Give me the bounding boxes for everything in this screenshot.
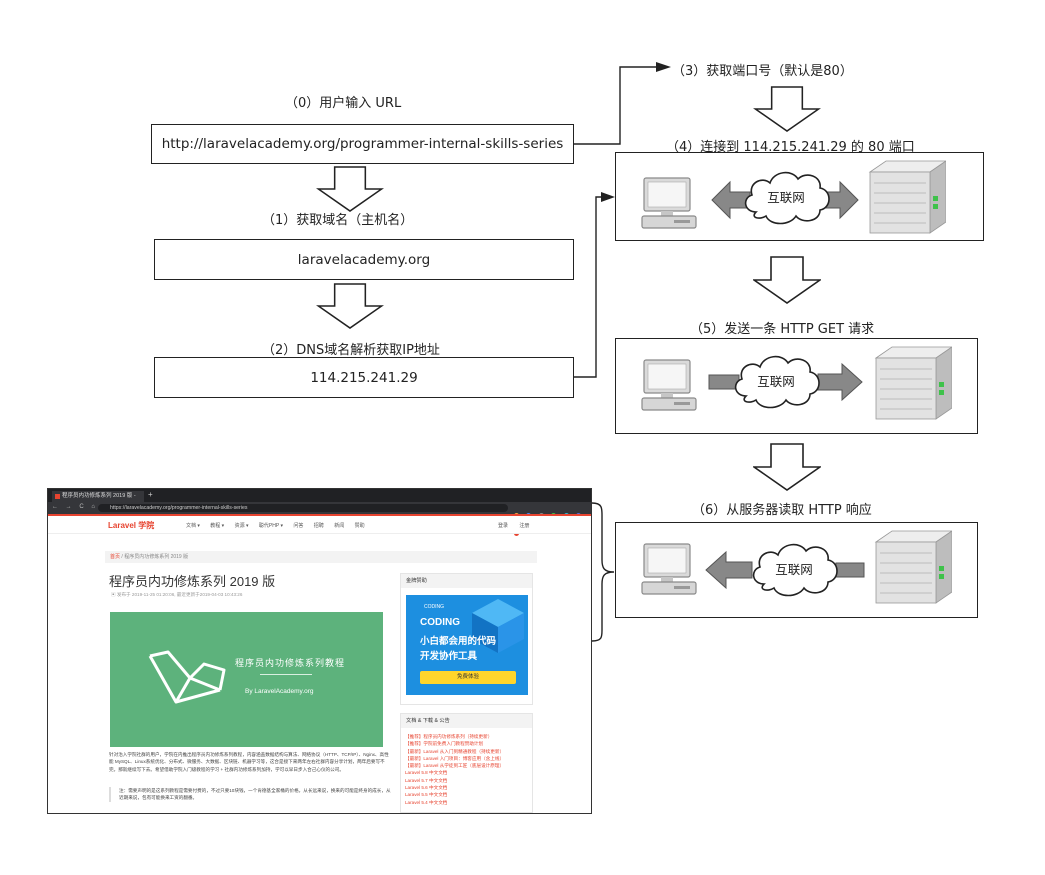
response-arrow-tail	[835, 562, 865, 578]
ip-to-connect-connector	[574, 196, 612, 378]
browser-nav-buttons[interactable]: ← → C ⌂	[52, 504, 98, 510]
sponsor-widget: 金牌赞助 CODING CODING 小白都会用的代码 开发协作工具 免费体验	[400, 573, 533, 705]
nav-link[interactable]: 问答	[293, 523, 304, 529]
docs-link[interactable]: Laravel 5.4 中文文档	[405, 799, 448, 805]
address-text: https://laravelacademy.org/programmer-in…	[110, 505, 248, 511]
port-arrowhead-icon	[656, 62, 671, 72]
site-navbar: Laravel 学院 文档 ▾ 教程 ▾ 资源 ▾ 聪代PHP ▾ 问答 招聘 …	[48, 514, 591, 534]
site-brand[interactable]: Laravel 学院	[108, 521, 155, 530]
article-note: 注：需要声明的是这系列教程是需要付费的，不过只要10块钱，一个肯德基全家桶的价格…	[109, 787, 391, 802]
step-1-label: （1）获取域名（主机名）	[262, 213, 414, 228]
ad-heading: CODING	[420, 617, 460, 628]
hero-divider	[260, 674, 312, 675]
site-nav-links: 文档 ▾ 教程 ▾ 资源 ▾ 聪代PHP ▾ 问答 招聘 新闻 赞助	[186, 522, 374, 529]
docs-link[interactable]: 【推荐】学院前免费入门教程赞助计划	[405, 741, 484, 747]
domain-box: laravelacademy.org	[154, 239, 574, 280]
ad-line-2: 开发协作工具	[420, 651, 478, 662]
connect-arrowhead-icon	[601, 192, 615, 202]
breadcrumb-current: 程序员内功修炼系列 2019 版	[124, 554, 189, 560]
docs-link[interactable]: 【最新】Laravel 从学徒到工匠（底层设计原理）	[405, 763, 505, 769]
docs-link[interactable]: Laravel 5.8 中文文档	[405, 770, 448, 776]
site-nav-auth: 登录 注册	[498, 522, 539, 529]
step-0-label: （0）用户输入 URL	[285, 96, 402, 111]
free-trial-button[interactable]: 免费体验	[420, 671, 516, 684]
step-3-label: （3）获取端口号（默认是80）	[672, 64, 853, 79]
post-meta: ▣ 发布于 2019-11-25 01:20:06, 最近更新于2019-04-…	[111, 592, 243, 597]
computer-icon	[641, 177, 697, 229]
sponsor-widget-title: 金牌赞助	[401, 574, 532, 588]
docs-link[interactable]: Laravel 5.5 中文文档	[405, 792, 448, 798]
docs-widget-title: 文档 & 下载 & 公告	[401, 714, 532, 728]
breadcrumb-home[interactable]: 首页	[110, 554, 121, 560]
server-icon	[869, 160, 946, 234]
laravel-logo-icon	[148, 650, 226, 704]
down-arrow-icon	[317, 283, 383, 329]
down-arrow-icon	[754, 86, 820, 132]
domain-text: laravelacademy.org	[297, 251, 431, 268]
ip-text: 114.215.241.29	[310, 369, 418, 386]
computer-icon	[641, 359, 697, 411]
nav-link[interactable]: 教程 ▾	[210, 523, 225, 529]
new-tab-button[interactable]: +	[148, 490, 153, 499]
docs-link-list: 【推荐】程序员内功修炼系列（持续更新） 【推荐】学院前免费入门教程赞助计划 【最…	[405, 733, 504, 806]
hero-subtitle: By LaravelAcademy.org	[245, 688, 314, 695]
bracket-icon	[591, 502, 615, 642]
left-arrow-icon	[705, 550, 753, 590]
step-4-label: （4）连接到 114.215.241.29 的 80 端口	[666, 140, 915, 155]
cube-graphic-icon	[472, 599, 524, 653]
computer-icon	[641, 543, 697, 595]
register-link[interactable]: 注册	[519, 523, 530, 529]
url-box: http://laravelacademy.org/programmer-int…	[151, 124, 574, 164]
breadcrumb-separator: /	[120, 554, 125, 560]
nav-link[interactable]: 招聘	[313, 523, 324, 529]
url-text: http://laravelacademy.org/programmer-int…	[161, 136, 564, 152]
step-6-label: （6）从服务器读取 HTTP 响应	[692, 503, 872, 518]
browser-screenshot: 程序员内功修炼系列 2019 版 - + ← → C ⌂ https://lar…	[47, 488, 592, 814]
hero-banner: 程序员内功修炼系列教程 By LaravelAcademy.org	[110, 612, 383, 747]
docs-widget: 文档 & 下载 & 公告 【推荐】程序员内功修炼系列（持续更新） 【推荐】学院前…	[400, 713, 533, 813]
docs-link[interactable]: 【最新】Laravel 从入门到精通教程（持续更新）	[405, 748, 505, 754]
browser-tab-title: 程序员内功修炼系列 2019 版 -	[62, 493, 136, 499]
nav-link[interactable]: 聪代PHP ▾	[258, 523, 283, 529]
login-link[interactable]: 登录	[498, 523, 509, 529]
request-arrow-tail	[708, 374, 740, 390]
address-bar[interactable]: https://laravelacademy.org/programmer-in…	[98, 504, 508, 512]
down-arrow-icon	[753, 443, 821, 491]
down-arrow-icon	[317, 166, 383, 212]
docs-link[interactable]: 【推荐】程序员内功修炼系列（持续更新）	[405, 734, 493, 739]
nav-link[interactable]: 文档 ▾	[186, 523, 200, 529]
right-arrow-icon	[817, 362, 863, 402]
hero-title: 程序员内功修炼系列教程	[235, 658, 346, 668]
browser-tab[interactable]: 程序员内功修炼系列 2019 版 -	[52, 491, 144, 502]
server-icon	[875, 530, 952, 604]
nav-link[interactable]: 资源 ▾	[234, 523, 249, 529]
step-5-label: （5）发送一条 HTTP GET 请求	[690, 322, 875, 337]
browser-toolbar: ← → C ⌂ https://laravelacademy.org/progr…	[48, 502, 591, 536]
article-body: 针对治入学院社群的用户，学院在内推出程序员内功修炼系列教程，内容涵盖数据结构与算…	[109, 752, 389, 772]
nav-link[interactable]: 赞助	[354, 523, 365, 529]
docs-link[interactable]: Laravel 5.7 中文文档	[405, 777, 448, 783]
step-2-label: （2）DNS域名解析获取IP地址	[262, 343, 440, 358]
ip-box: 114.215.241.29	[154, 357, 574, 398]
docs-link[interactable]: 【最新】Laravel 入门项目：博客应用（含上线）	[405, 755, 505, 761]
laravel-favicon-icon	[55, 494, 60, 499]
url-to-port-connector	[574, 66, 668, 145]
breadcrumb: 首页 / 程序员内功修炼系列 2019 版	[105, 551, 537, 563]
down-arrow-icon	[753, 256, 821, 304]
cloud-label-5: 互联网	[757, 374, 795, 389]
ad-line-1: 小白都会用的代码	[420, 636, 497, 647]
ad-brand: CODING	[424, 604, 444, 610]
page-title: 程序员内功修炼系列 2019 版	[109, 574, 276, 589]
left-arrow-icon	[711, 180, 751, 220]
server-icon	[875, 346, 952, 420]
browser-tabbar: 程序员内功修炼系列 2019 版 - +	[48, 489, 591, 502]
coding-ad[interactable]: CODING CODING 小白都会用的代码 开发协作工具 免费体验	[406, 595, 528, 695]
nav-link[interactable]: 新闻	[334, 523, 345, 529]
cloud-label-4: 互联网	[767, 190, 805, 205]
docs-link[interactable]: Laravel 5.6 中文文档	[405, 785, 448, 791]
cloud-label-6: 互联网	[775, 562, 813, 577]
